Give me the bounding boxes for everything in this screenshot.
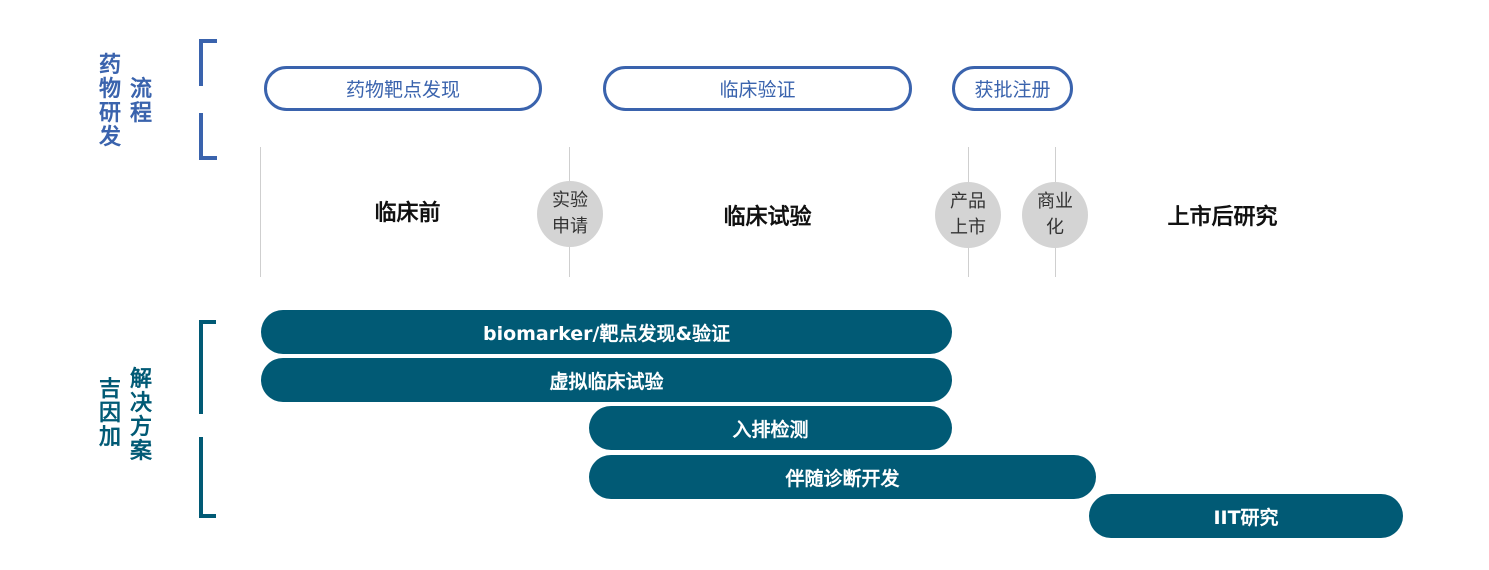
stage-preclinical: 临床前 xyxy=(374,201,441,226)
phase-clinical-validation: 临床验证 xyxy=(603,66,912,111)
solution-label: 伴随诊断开发 xyxy=(785,467,900,490)
milestone-line2: 化 xyxy=(1046,217,1064,238)
milestone-line1: 产品 xyxy=(950,191,986,212)
stage-clinical-trial: 临床试验 xyxy=(723,205,812,230)
milestone-trial-application: 实验 申请 xyxy=(537,181,603,247)
phase-label: 获批注册 xyxy=(974,79,1051,101)
milestone-line2: 申请 xyxy=(552,216,588,237)
solution-label: 虚拟临床试验 xyxy=(549,370,664,393)
phase-approval-registration: 获批注册 xyxy=(952,66,1073,111)
solution-bar-iit-research: IIT研究 xyxy=(1089,494,1403,538)
process-bracket-top xyxy=(199,39,217,86)
solution-bar-companion-diagnostics: 伴随诊断开发 xyxy=(589,455,1096,499)
solutions-bracket-top xyxy=(199,320,216,414)
phase-label: 药物靶点发现 xyxy=(345,79,460,101)
solutions-bracket-bottom xyxy=(199,437,216,518)
solution-bar-biomarker: biomarker/靶点发现&验证 xyxy=(261,310,952,354)
solutions-label-company: 吉因加 xyxy=(98,377,121,450)
milestone-line1: 商业 xyxy=(1037,191,1073,212)
solution-label: IIT研究 xyxy=(1213,506,1279,529)
phase-target-discovery: 药物靶点发现 xyxy=(264,66,542,111)
process-bracket-bottom xyxy=(199,113,217,160)
timeline-divider xyxy=(260,147,261,277)
solutions-label-solution: 解决方案 xyxy=(129,367,152,464)
milestone-line1: 实验 xyxy=(552,190,588,211)
solution-bar-enrollment-testing: 入排检测 xyxy=(589,406,952,450)
milestone-commercialization: 商业 化 xyxy=(1022,182,1088,248)
process-label-drug-rd: 药物研发 xyxy=(98,53,121,150)
process-label-flow: 流程 xyxy=(129,77,152,126)
milestone-line2: 上市 xyxy=(950,217,986,238)
solution-label: biomarker/靶点发现&验证 xyxy=(482,322,731,345)
solution-bar-virtual-trial: 虚拟临床试验 xyxy=(261,358,952,402)
milestone-product-launch: 产品 上市 xyxy=(935,182,1001,248)
phase-label: 临床验证 xyxy=(719,79,796,101)
solution-label: 入排检测 xyxy=(732,418,809,441)
stage-post-market-research: 上市后研究 xyxy=(1167,205,1278,230)
